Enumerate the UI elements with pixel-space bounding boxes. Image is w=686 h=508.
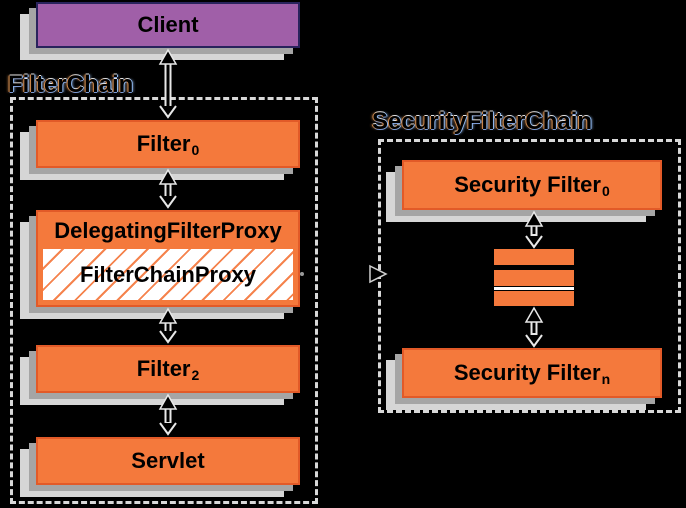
security-filtern-box: Security Filter n: [402, 348, 662, 398]
ellipsis-bar-separator: [494, 287, 574, 290]
ellipsis-bar-1: [494, 249, 574, 265]
security-filtern-label: Security Filter: [453, 360, 601, 385]
filter0-label: Filter: [136, 131, 191, 156]
security-filter0-box: Security Filter 0: [402, 160, 662, 210]
filter0-subscript: 0: [191, 142, 200, 158]
client-label: Client: [137, 12, 199, 37]
ellipsis-bar-2: [494, 270, 574, 286]
securityfilterchain-label: SecurityFilterChain: [372, 108, 593, 135]
filter2-box: Filter 2: [36, 345, 300, 393]
security-filtern-subscript: n: [601, 371, 611, 387]
delegating-filter-proxy-label: DelegatingFilterProxy: [54, 218, 282, 243]
filter2-label: Filter: [136, 356, 191, 381]
filterchain-label: FilterChain: [8, 71, 134, 98]
filter0-box: Filter 0: [36, 120, 300, 168]
client-box: Client: [36, 2, 300, 48]
filter-chain-proxy-label: FilterChainProxy: [79, 261, 257, 287]
security-filter0-subscript: 0: [601, 183, 610, 199]
filter2-subscript: 2: [191, 367, 200, 383]
filterchain-container: [10, 97, 318, 504]
servlet-label: Servlet: [131, 448, 205, 473]
filter-chain-proxy-box: FilterChainProxy: [43, 249, 293, 300]
servlet-box: Servlet: [36, 437, 300, 485]
delegating-filter-proxy-box: DelegatingFilterProxy FilterChainProxy: [36, 210, 300, 307]
ellipsis-bar-3: [494, 291, 574, 306]
security-filter0-label: Security Filter: [454, 172, 601, 197]
